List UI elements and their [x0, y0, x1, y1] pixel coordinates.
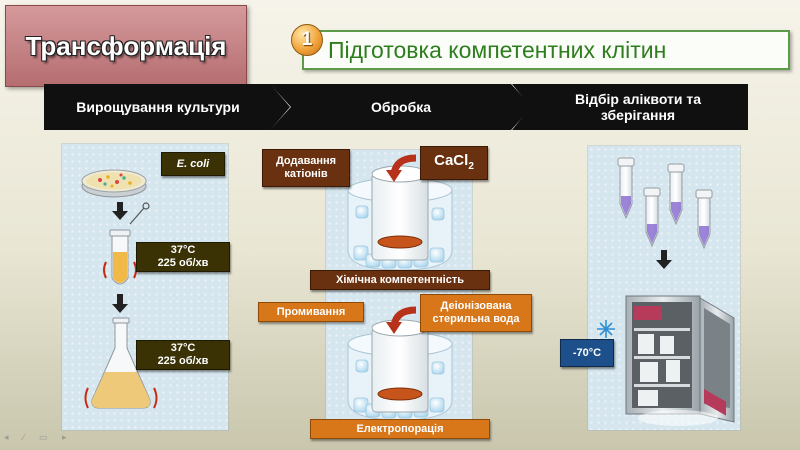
freezer-icon — [625, 295, 735, 426]
down-arrow-icon — [656, 250, 672, 269]
chemical-competence-label: Хімічна компетентність — [310, 270, 490, 290]
stage-storage-label: Відбір аліквоти та зберігання — [574, 91, 702, 123]
electroporation-label: Електропорація — [310, 419, 490, 439]
stage-treatment-label: Обробка — [370, 99, 432, 115]
snowflake-icon — [597, 320, 615, 338]
petri-dish-icon — [81, 169, 147, 198]
stage-growth-chevron: Вирощування культури — [44, 84, 290, 130]
down-arrow-icon — [112, 202, 128, 220]
ice-bath-beaker-icon — [347, 319, 453, 421]
step-title-box: Підготовка компетентних клітин — [302, 30, 790, 70]
stage-storage-chevron: Відбір аліквоти та зберігання — [512, 84, 748, 130]
erlenmeyer-flask-icon — [84, 317, 158, 409]
down-arrow-icon — [112, 294, 128, 313]
aliquot-vial-icon — [667, 163, 685, 226]
growth-illustration — [81, 169, 158, 409]
curved-arrow-icon — [386, 306, 417, 334]
slide-controls[interactable]: ◂ ∕ ▭ ▸ — [4, 432, 73, 442]
storage-illustration — [597, 157, 735, 426]
title-box: Трансформація — [5, 5, 247, 87]
curved-arrow-icon — [386, 154, 417, 182]
inoculation-loop-icon — [129, 202, 150, 225]
aliquot-vial-icon — [643, 187, 661, 248]
ice-bath-beaker-icon — [347, 165, 453, 271]
step-number-badge: 1 — [291, 24, 323, 56]
ecoli-label: E. coli — [161, 152, 225, 176]
aliquot-vial-icon — [617, 157, 635, 220]
step-title: Підготовка компетентних клітин — [328, 36, 667, 63]
aliquot-vial-icon — [695, 189, 713, 250]
stage-treatment-chevron: Обробка — [270, 84, 532, 130]
culture-tube-icon — [103, 229, 137, 285]
storage-temperature-label: -70°C — [560, 339, 614, 367]
treatment-illustration — [347, 154, 453, 421]
page-title: Трансформація — [25, 30, 227, 61]
stage-growth-label: Вирощування культури — [76, 99, 240, 115]
washing-label: Промивання — [258, 302, 364, 322]
cacl2-label: CaCl2 — [420, 146, 488, 180]
